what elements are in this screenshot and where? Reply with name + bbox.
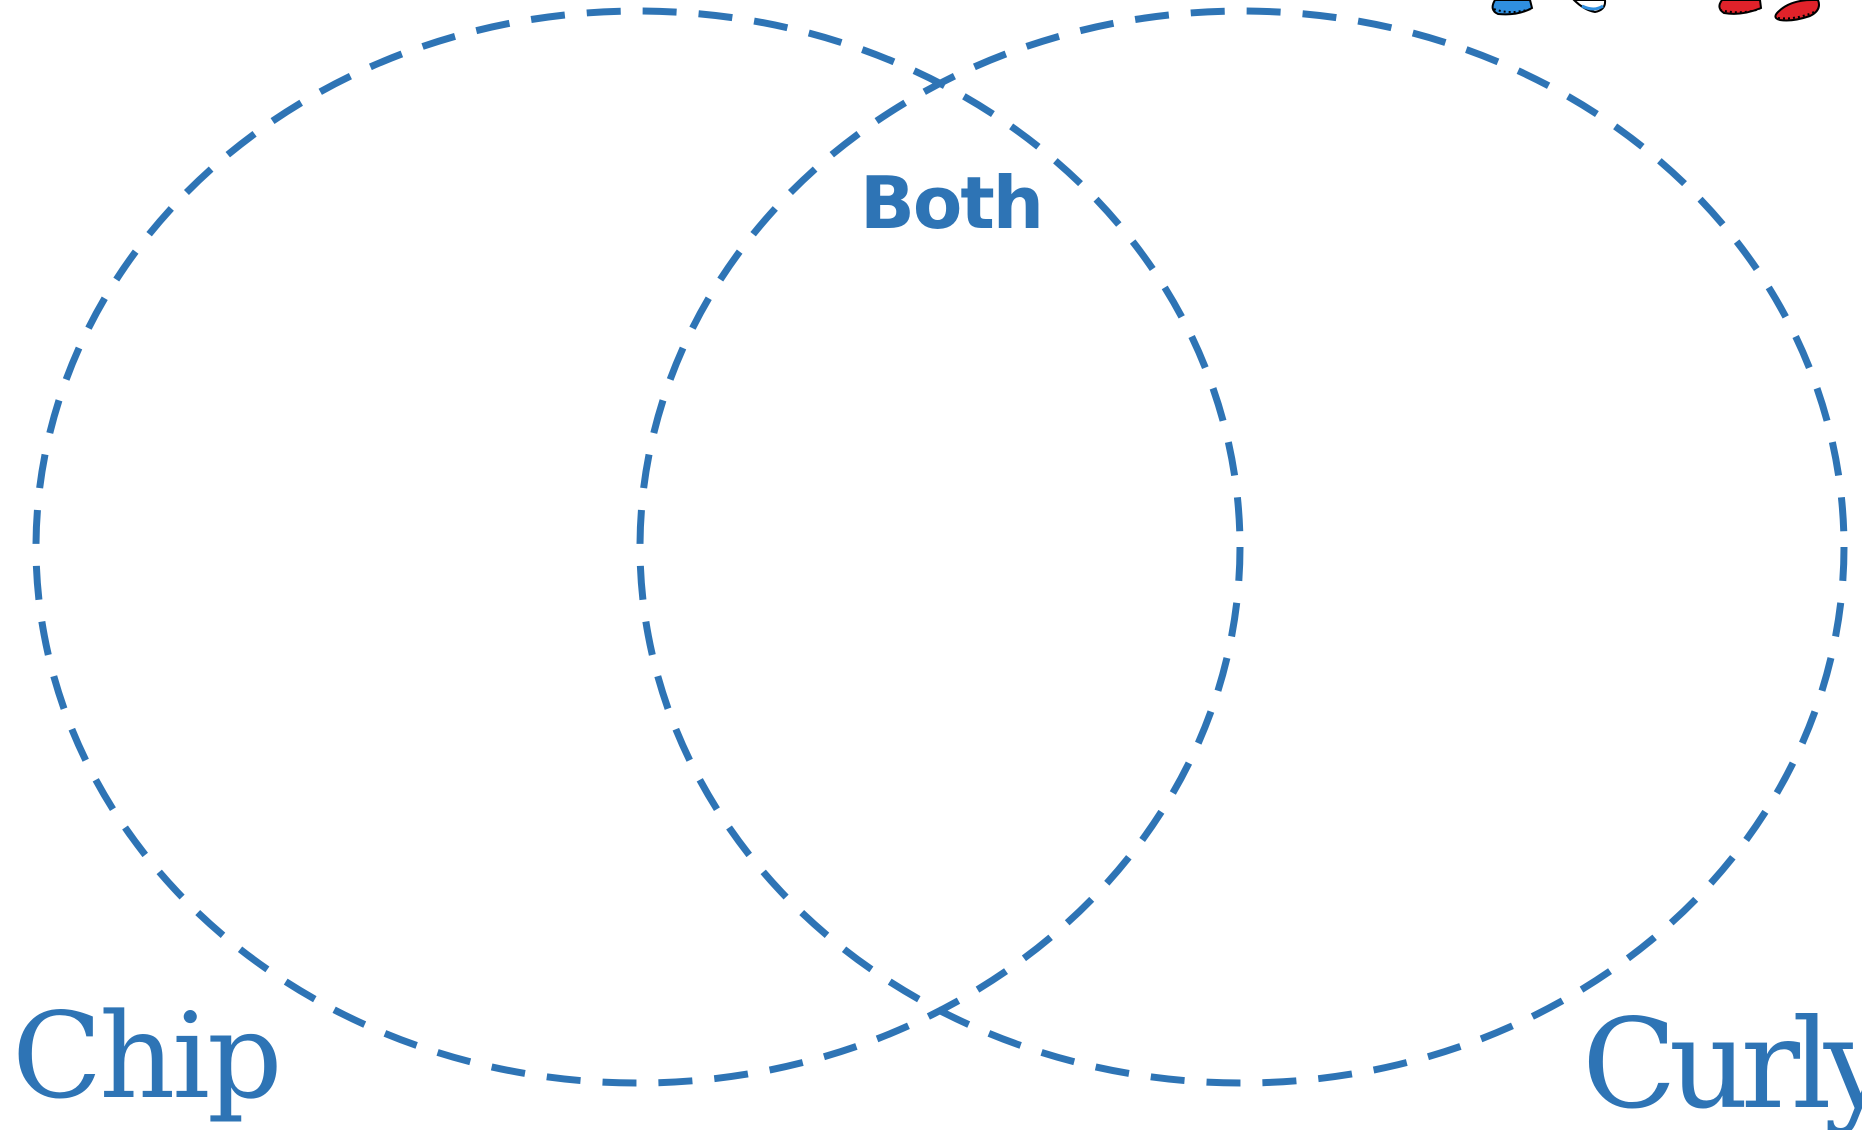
red-sneaker-tilted-icon [1775, 0, 1819, 21]
sneakers-decoration [1493, 0, 1819, 21]
blue-sneaker-sole-icon [1574, 0, 1605, 12]
left-set-label: Chip [12, 987, 280, 1125]
left-set-circle [36, 11, 1240, 1083]
intersection-label: Both [860, 161, 1042, 245]
blue-sneaker-icon [1493, 0, 1532, 14]
right-set-label: Curly [1582, 993, 1862, 1130]
red-sneaker-icon [1719, 0, 1761, 14]
